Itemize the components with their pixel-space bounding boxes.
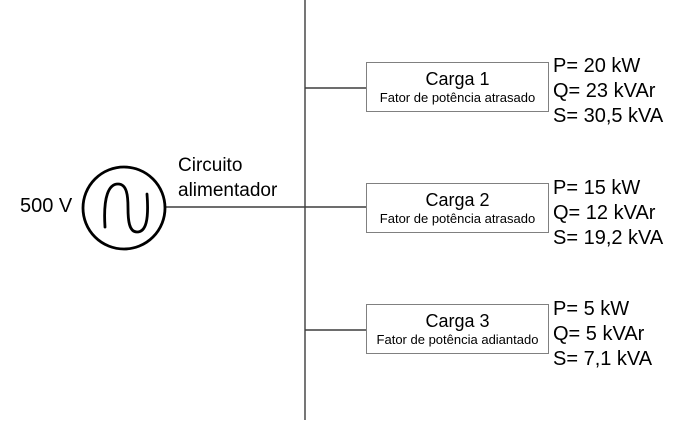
apparent-power-value: S= 7,1 kVA: [553, 348, 653, 370]
reactive-power-value: Q= 12 kVAr: [553, 202, 656, 224]
load-box-carga-2: Carga 2 Fator de potência atrasado: [366, 183, 549, 233]
active-power-value: P= 5 kW: [553, 298, 630, 320]
load-box-carga-1: Carga 1 Fator de potência atrasado: [366, 62, 549, 112]
apparent-power-value: S= 19,2 kVA: [553, 227, 664, 249]
load-values-carga-2: P= 15 kW Q= 12 kVAr S= 19,2 kVA: [553, 176, 663, 251]
load-power-factor-label: Fator de potência adiantado: [376, 332, 539, 347]
reactive-power-value: Q= 23 kVAr: [553, 80, 656, 102]
sine-wave-icon: [103, 182, 149, 234]
load-values-carga-3: P= 5 kW Q= 5 kVAr S= 7,1 kVA: [553, 297, 652, 372]
load-box-carga-3: Carga 3 Fator de potência adiantado: [366, 304, 549, 354]
apparent-power-value: S= 30,5 kVA: [553, 105, 664, 127]
load-title: Carga 3: [425, 311, 490, 331]
ac-source-circle: [81, 165, 167, 251]
load-power-factor-label: Fator de potência atrasado: [379, 90, 536, 105]
load-power-factor-label: Fator de potência atrasado: [379, 211, 536, 226]
load-values-carga-1: P= 20 kW Q= 23 kVAr S= 30,5 kVA: [553, 54, 663, 129]
load-title: Carga 1: [425, 69, 490, 89]
load-title: Carga 2: [425, 190, 490, 210]
reactive-power-value: Q= 5 kVAr: [553, 323, 645, 345]
feeder-circuit-label: Circuito alimentador: [178, 155, 278, 201]
source-voltage-label: 500 V: [20, 195, 73, 217]
active-power-value: P= 15 kW: [553, 177, 641, 199]
active-power-value: P= 20 kW: [553, 55, 641, 77]
